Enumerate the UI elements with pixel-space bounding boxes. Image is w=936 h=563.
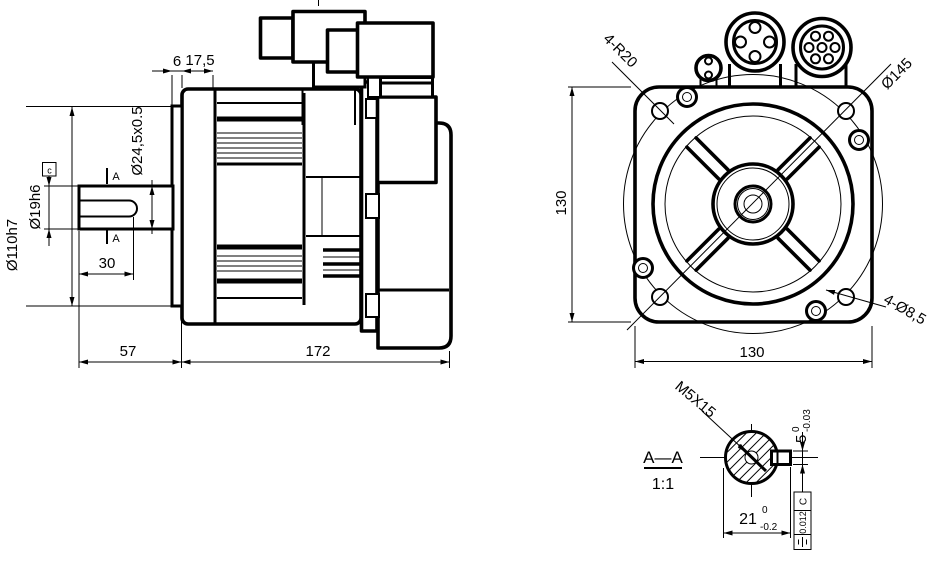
corner-radius-leader [611, 61, 675, 125]
corner-radius-label: 4-R20 [600, 30, 641, 71]
rear-housing [301, 90, 367, 305]
small-connector [694, 53, 723, 83]
symmetry-icon [798, 537, 807, 547]
connector-box [355, 21, 435, 79]
thread-label: M5X15 [672, 378, 719, 422]
shaft-circle [733, 184, 773, 224]
connector-attach [325, 28, 360, 74]
body-circle-145 [623, 74, 883, 334]
boss-inner-circle [716, 167, 790, 241]
width-label: 130 [739, 344, 764, 361]
fcf-tolerance: 0.012 [798, 511, 808, 534]
key-width-dim: 5 0 -0.03 [791, 409, 813, 443]
dim-24-5-label: Ø24,5x0.5 [129, 106, 146, 175]
face-spokes [685, 136, 821, 272]
tap-hole-circle [743, 194, 763, 214]
housing-ear-holes [632, 86, 870, 322]
front-connectors [694, 11, 853, 87]
dim-6-label: 6 [173, 53, 181, 70]
dim-17-5-label: 17,5 [185, 52, 214, 69]
width-upper-tol: 0 [762, 505, 768, 516]
front-view [611, 11, 892, 334]
encoder-connector-7pin [791, 16, 853, 79]
flange-square [633, 85, 874, 324]
side-view [77, 0, 453, 350]
thread-mark [737, 443, 768, 473]
holes-leader [825, 289, 887, 308]
dim-57-label: 57 [120, 343, 137, 360]
section-mark-top: A [112, 171, 120, 183]
key-value: 5 [793, 435, 810, 443]
dim-110-label: Ø110h7 [4, 219, 21, 271]
section-mark-bottom: A [112, 233, 120, 245]
connector-pedestal [379, 76, 434, 99]
datum-label: c [47, 166, 52, 176]
width-lower-tol: -0.2 [760, 522, 778, 533]
section-view: M5X15 A—A 1:1 5 0 -0.03 C 0.012 [643, 378, 818, 550]
key-section [770, 449, 792, 466]
section-title: A—A [643, 448, 683, 467]
dim-172-label: 172 [305, 343, 330, 360]
diagonal-centerline [626, 63, 892, 331]
face-rim-circle [664, 115, 842, 293]
keyway-slot [80, 199, 138, 218]
datum-frame [42, 162, 57, 177]
thread-leader [701, 410, 744, 450]
fcf-datum: C [799, 498, 810, 505]
signal-connector-4pin [724, 11, 786, 73]
shaft [77, 184, 175, 231]
dim-30-label: 30 [99, 255, 116, 272]
cooling-fins [217, 102, 302, 299]
shaft-inner-circle [737, 188, 769, 220]
motor-body-outline [180, 87, 363, 326]
connector-tab [258, 16, 295, 60]
body-dia-label: Ø145 [878, 55, 916, 93]
feature-control-frame: C 0.012 [793, 491, 812, 550]
dim-19-label: Ø19h6 [27, 184, 44, 229]
height-label: 130 [553, 190, 570, 215]
section-scale: 1:1 [652, 476, 674, 493]
side-dimensions: 6 17,5 Ø110h7 c Ø19h6 Ø24,5x0.5 A A 30 [4, 52, 450, 368]
junction-box [375, 95, 438, 185]
width-value: 21 [739, 511, 757, 528]
mount-holes-label: 4-Ø8,5 [881, 291, 929, 329]
encoder-connector-side [325, 21, 435, 79]
key-upper-tol: 0 [791, 426, 802, 432]
key-lower-tol: -0.03 [802, 409, 813, 432]
